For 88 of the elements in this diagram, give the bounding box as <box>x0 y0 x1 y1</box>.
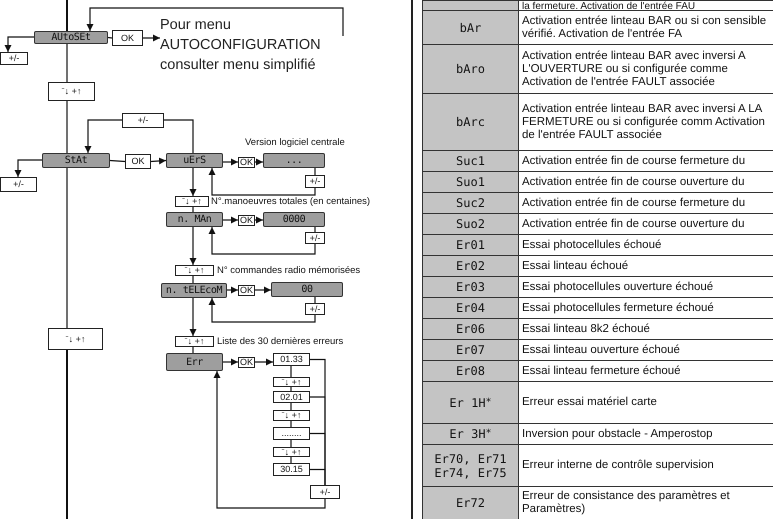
arrow <box>214 371 326 509</box>
connector-line <box>110 160 126 162</box>
key-symbol-box: 01.33 <box>273 353 310 366</box>
connector-line <box>66 168 68 328</box>
code-cell: Suc1 <box>422 150 519 172</box>
code-cell: Er70, Er71 Er74, Er75 <box>422 444 519 487</box>
key-symbol-box: +/- <box>0 52 28 65</box>
arrow <box>143 34 160 42</box>
code-cell: Er04 <box>422 297 519 319</box>
key-symbol-box: OK <box>238 215 255 226</box>
key-symbol-box: 02.01 <box>273 391 310 403</box>
code-cell: Er06 <box>422 318 519 340</box>
key-symbol-box: +/- <box>0 177 37 192</box>
connector-line <box>108 36 112 39</box>
arrow <box>223 216 238 224</box>
key-symbol-box: 30.15 <box>273 463 310 476</box>
arrow <box>255 286 271 294</box>
connector-line <box>66 350 68 519</box>
key-symbol-box: ⁻↓ +↑ <box>175 196 209 207</box>
lcd-display: Err <box>166 353 223 371</box>
connector-line <box>310 468 326 485</box>
arrow <box>190 298 196 336</box>
code-cell: Suo2 <box>422 213 519 235</box>
key-symbol-box: OK <box>238 285 255 296</box>
lcd-display: ... <box>263 153 325 168</box>
lcd-display: AUtoSEt <box>34 31 108 44</box>
arrow <box>208 168 316 196</box>
code-cell: bArc <box>422 93 519 151</box>
caption-text: Version logiciel centrale <box>245 137 345 148</box>
code-cell: Er 3H$^{*}$ <box>422 423 519 445</box>
connector-line <box>66 101 68 153</box>
arrow <box>14 159 42 177</box>
lcd-display: n. MAn <box>166 212 223 227</box>
caption-text: N° commandes radio mémorisées <box>217 265 360 276</box>
code-cell: Er 1H$^{*}$ <box>422 381 519 424</box>
lcd-display: n. tELEcoM <box>161 283 227 298</box>
connector-line <box>290 366 292 377</box>
arrow <box>255 358 273 366</box>
connector-line <box>164 119 194 153</box>
arrow <box>208 298 316 323</box>
key-symbol-box: OK <box>238 357 255 368</box>
key-symbol-box: ⁻↓ +↑ <box>48 82 95 101</box>
instruction-text: Pour menu AUTOCONFIGURATION consulter menu simplifié <box>160 14 332 76</box>
code-cell: Er07 <box>422 339 519 361</box>
arrow <box>223 158 238 166</box>
arrow <box>227 286 238 294</box>
key-symbol-box: +/- <box>122 113 164 128</box>
key-symbol-box: +/- <box>310 485 340 499</box>
arrow <box>86 7 344 36</box>
arrow <box>208 227 316 255</box>
key-symbol-box: ⁻↓ +↑ <box>48 328 103 350</box>
code-cell: Er08 <box>422 360 519 382</box>
lcd-display: StAt <box>42 153 110 168</box>
lcd-display: uErS <box>166 153 223 168</box>
arrow <box>255 216 263 224</box>
key-symbol-box: ⁻↓ +↑ <box>175 336 214 347</box>
code-cell: bAr <box>422 10 519 45</box>
connector-line <box>66 0 68 31</box>
code-cell: Suo1 <box>422 171 519 193</box>
lcd-display: 0000 <box>263 212 325 227</box>
arrow <box>223 358 238 366</box>
arrow <box>4 36 34 52</box>
connector-line <box>66 44 68 82</box>
key-symbol-box: OK <box>112 30 143 46</box>
lcd-display: 00 <box>271 282 343 297</box>
code-cell: Er03 <box>422 276 519 298</box>
caption-text: Liste des 30 dernières erreurs <box>217 336 344 347</box>
key-symbol-box: OK <box>238 157 255 168</box>
caption-text: N°.manoeuvres totales (en centaines) <box>211 196 370 207</box>
code-cell: Er02 <box>422 255 519 277</box>
key-symbol-box: ⁻↓ +↑ <box>175 265 214 276</box>
code-cell: Suc2 <box>422 192 519 214</box>
arrow <box>255 158 263 166</box>
key-symbol-box: ........ <box>273 427 310 440</box>
key-symbol-box: +/- <box>305 175 325 188</box>
arrow <box>190 168 196 196</box>
key-symbol-box: ⁻↓ +↑ <box>273 447 310 457</box>
arrow <box>150 157 166 164</box>
key-symbol-box: ⁻↓ +↑ <box>273 377 310 387</box>
arrow <box>84 119 122 153</box>
code-cell: Er01 <box>422 234 519 256</box>
key-symbol-box: ⁻↓ +↑ <box>273 410 310 421</box>
key-symbol-box: OK <box>125 154 151 169</box>
code-cell: Er72 <box>422 486 519 519</box>
arrow <box>190 227 196 265</box>
code-cell: bAro <box>422 44 519 94</box>
key-symbol-box: +/- <box>305 232 325 244</box>
key-symbol-box: +/- <box>305 303 325 315</box>
